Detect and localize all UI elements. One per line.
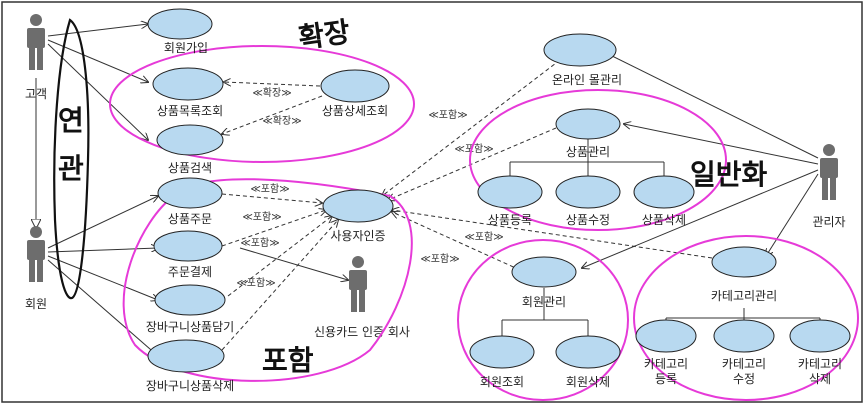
assoc-member-cart-add [47, 255, 158, 300]
highlight-product-group [469, 89, 727, 231]
assoc-member-payment [47, 248, 158, 253]
assoc-customer-search [47, 43, 148, 140]
svg-text:상품등록: 상품등록 [488, 213, 532, 227]
usecase-join: 회원가입 [147, 8, 213, 55]
usecase-online-shop: 온라인 몰관리 [543, 33, 622, 87]
include-label-6: ≪포함≫ [454, 143, 493, 155]
svg-text:회원조회: 회원조회 [480, 375, 524, 389]
actor-admin: 관리자 [812, 144, 846, 229]
include-label-7: ≪포함≫ [464, 231, 503, 243]
assoc-member-cart-delete [47, 259, 158, 356]
include-label-4: ≪포함≫ [236, 277, 275, 289]
usecase-member-mgmt: 회원관리 [511, 256, 577, 309]
assoc-admin-online [600, 50, 819, 159]
usecase-cart-delete: 장바구니상품삭제 [146, 339, 234, 393]
svg-text:장바구니상품담기: 장바구니상품담기 [146, 320, 234, 334]
include-label-2: ≪포함≫ [242, 211, 281, 223]
extend-label-1: ≪확장≫ [252, 87, 291, 99]
include-label-8: ≪포함≫ [420, 253, 459, 265]
assoc-admin-category [766, 173, 819, 256]
usecase-member-delete: 회원삭제 [555, 335, 621, 389]
usecase-product-mgmt: 상품관리 [555, 108, 621, 159]
extend-detail-search [222, 95, 323, 134]
actor-admin-label: 관리자 [812, 215, 845, 229]
svg-text:회원삭제: 회원삭제 [566, 375, 610, 389]
include-order-auth [221, 193, 322, 203]
actor-member-label: 회원 [25, 297, 47, 311]
include-cartdel-auth [221, 220, 338, 351]
usecase-member-view: 회원조회 [469, 335, 535, 389]
svg-text:카테고리관리: 카테고리관리 [711, 289, 777, 303]
actor-card-company-label: 신용카드 인증 회사 [314, 325, 410, 339]
usecase-product-search: 상품검색 [156, 124, 224, 175]
include-label-3: ≪포함≫ [240, 237, 279, 249]
assoc-member-order [47, 196, 158, 249]
include-label-5: ≪포함≫ [428, 109, 467, 121]
svg-text:상품주문: 상품주문 [168, 212, 212, 226]
usecase-payment: 주문결제 [153, 230, 223, 279]
assoc-payment-card [239, 247, 348, 280]
assoc-customer-join [47, 24, 148, 37]
include-payment-auth [221, 210, 326, 247]
actor-member: 회원 [25, 226, 47, 311]
handwritten-association-loop [53, 18, 90, 300]
svg-text:회원가입: 회원가입 [164, 41, 208, 55]
svg-text:사용자인증: 사용자인증 [330, 229, 385, 243]
svg-text:상품수정: 상품수정 [566, 213, 610, 227]
usecase-product-delete: 상품삭제 [633, 175, 695, 227]
highlight-include-group [122, 178, 413, 382]
svg-text:상품검색: 상품검색 [168, 161, 212, 175]
svg-text:온라인 몰관리: 온라인 몰관리 [552, 73, 622, 87]
svg-text:상품삭제: 상품삭제 [642, 213, 686, 227]
include-category-auth [392, 210, 713, 259]
assoc-admin-product [624, 124, 819, 165]
highlight-member-group [457, 239, 629, 401]
handwritten-generalization: 일반화 [690, 158, 768, 191]
usecase-product-list: 상품목록조회 [152, 67, 224, 118]
usecase-order: 상품주문 [157, 177, 223, 226]
usecase-product-register: 상품등록 [477, 175, 543, 227]
highlight-extend-group [109, 45, 415, 163]
handwritten-extend: 확장 [296, 15, 352, 55]
tree-member [501, 288, 589, 336]
usecase-auth: 사용자인증 [322, 189, 394, 243]
svg-text:상품관리: 상품관리 [566, 145, 610, 159]
include-label-1: ≪포함≫ [250, 183, 289, 195]
svg-text:상품상세조회: 상품상세조회 [322, 104, 388, 118]
include-product-auth [388, 127, 557, 200]
include-cartadd-auth [227, 216, 332, 297]
usecase-category-mgmt: 카테고리관리 [711, 246, 777, 303]
svg-text:회원관리: 회원관리 [522, 295, 566, 309]
handwritten-include: 포함 [262, 344, 314, 377]
tree-product [509, 138, 665, 176]
usecase-cart-add: 장바구니상품담기 [146, 284, 234, 334]
svg-text:장바구니상품삭제: 장바구니상품삭제 [146, 379, 234, 393]
usecase-product-edit: 상품수정 [555, 175, 621, 227]
include-online-auth [382, 59, 561, 196]
include-member-auth [392, 212, 521, 271]
highlight-category-group [633, 235, 859, 401]
extend-detail-list [224, 82, 321, 87]
usecase-product-detail: 상품상세조회 [320, 69, 390, 118]
actor-card-company: 신용카드 인증 회사 [314, 256, 410, 339]
assoc-admin-member [582, 169, 819, 268]
extend-label-2: ≪확장≫ [262, 115, 301, 127]
svg-text:주문결제: 주문결제 [168, 265, 212, 279]
svg-text:상품목록조회: 상품목록조회 [157, 104, 223, 118]
